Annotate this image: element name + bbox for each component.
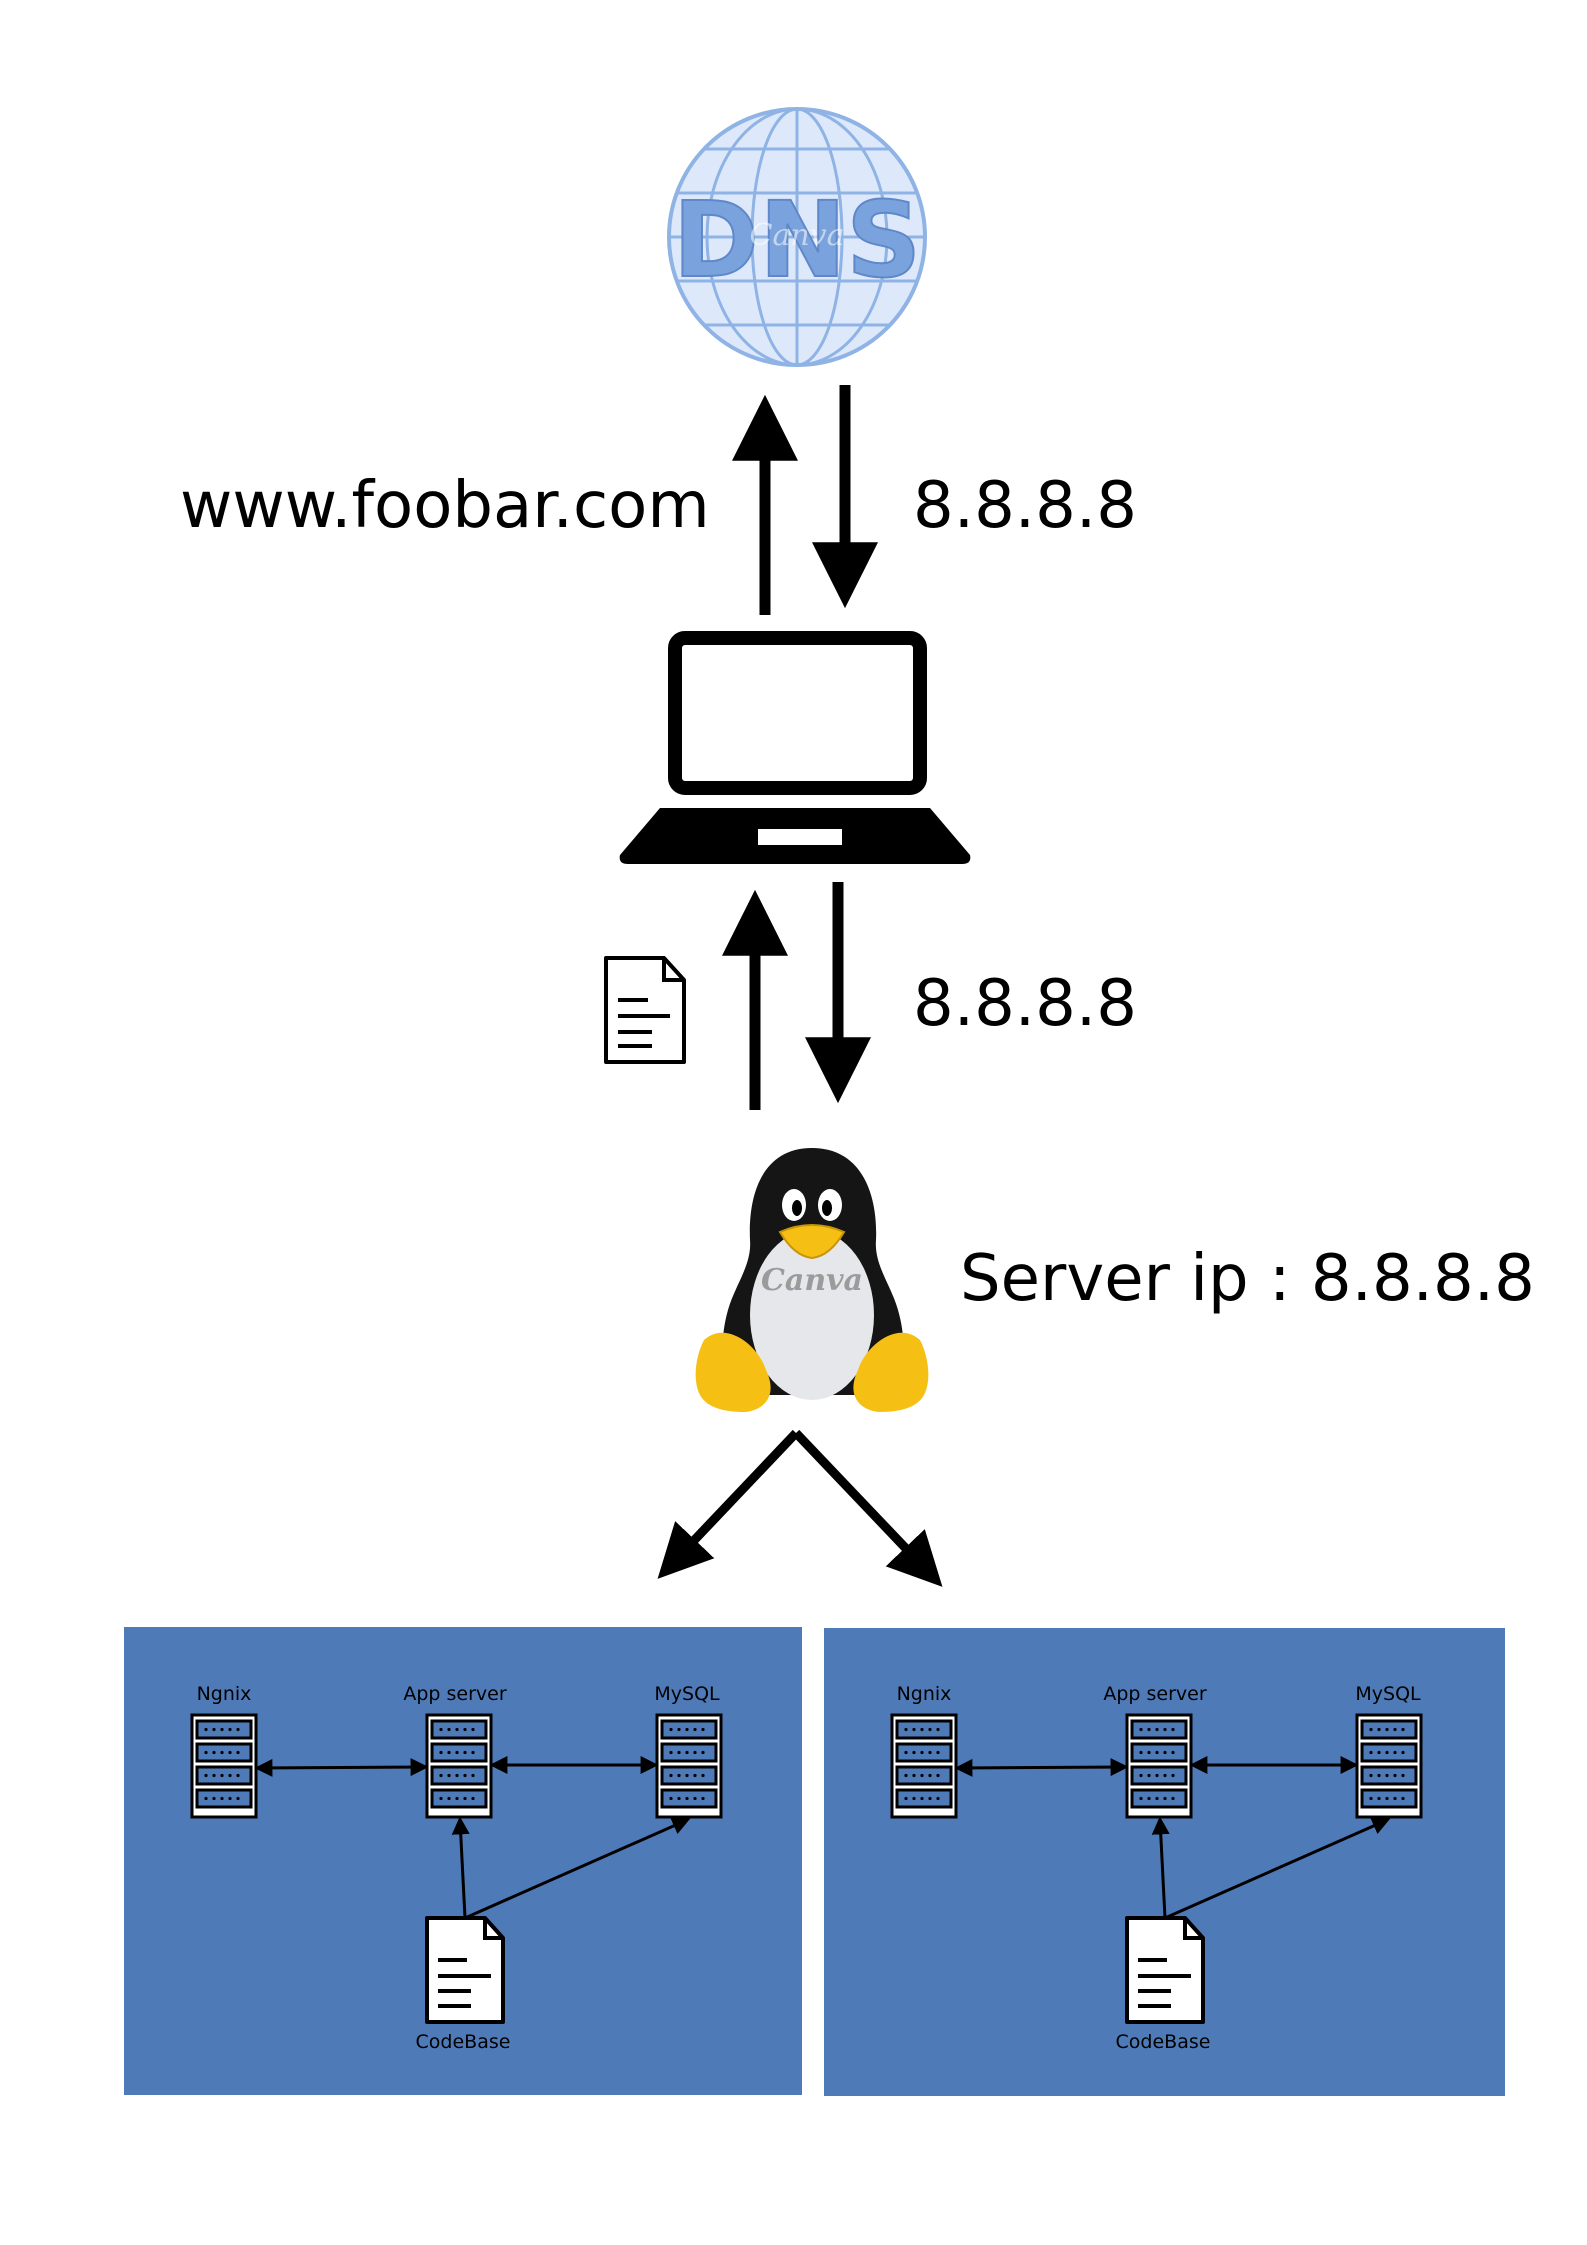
app-server-label: App server [1103, 1683, 1206, 1705]
server-icon [425, 1713, 493, 1819]
dns-reply-label: 8.8.8.8 [913, 469, 1137, 543]
canva-watermark: Canva [750, 218, 845, 253]
domain-request-label: www.foobar.com [180, 469, 710, 543]
codebase-label: CodeBase [1116, 2031, 1211, 2053]
server-reply-label: 8.8.8.8 [913, 967, 1137, 1041]
server-panel-2: Ngnix App server MySQL CodeBase [824, 1628, 1505, 2096]
server-icon [1125, 1713, 1193, 1819]
code-document-icon [1125, 1916, 1205, 2024]
document-icon [604, 956, 686, 1064]
server-icon [190, 1713, 258, 1819]
nginx-label: Ngnix [897, 1683, 952, 1705]
server-icon [655, 1713, 723, 1819]
server-icon [1355, 1713, 1423, 1819]
laptop-icon [619, 631, 971, 864]
canva-watermark: Canva [761, 1263, 863, 1298]
server-icon [890, 1713, 958, 1819]
server-panel-1: Ngnix App server MySQL CodeBase [124, 1627, 802, 2095]
codebase-label: CodeBase [416, 2031, 511, 2053]
mysql-label: MySQL [654, 1683, 720, 1705]
nginx-label: Ngnix [197, 1683, 252, 1705]
mysql-label: MySQL [1355, 1683, 1421, 1705]
server-ip-label: Server ip : 8.8.8.8 [960, 1242, 1535, 1316]
code-document-icon [425, 1916, 505, 2024]
linux-penguin-icon: Canva [695, 1148, 929, 1412]
globe-icon: DNS Canva [667, 107, 927, 367]
app-server-label: App server [403, 1683, 506, 1705]
split-arrows [657, 1429, 943, 1587]
dns-logo-text: DNS [673, 179, 921, 301]
